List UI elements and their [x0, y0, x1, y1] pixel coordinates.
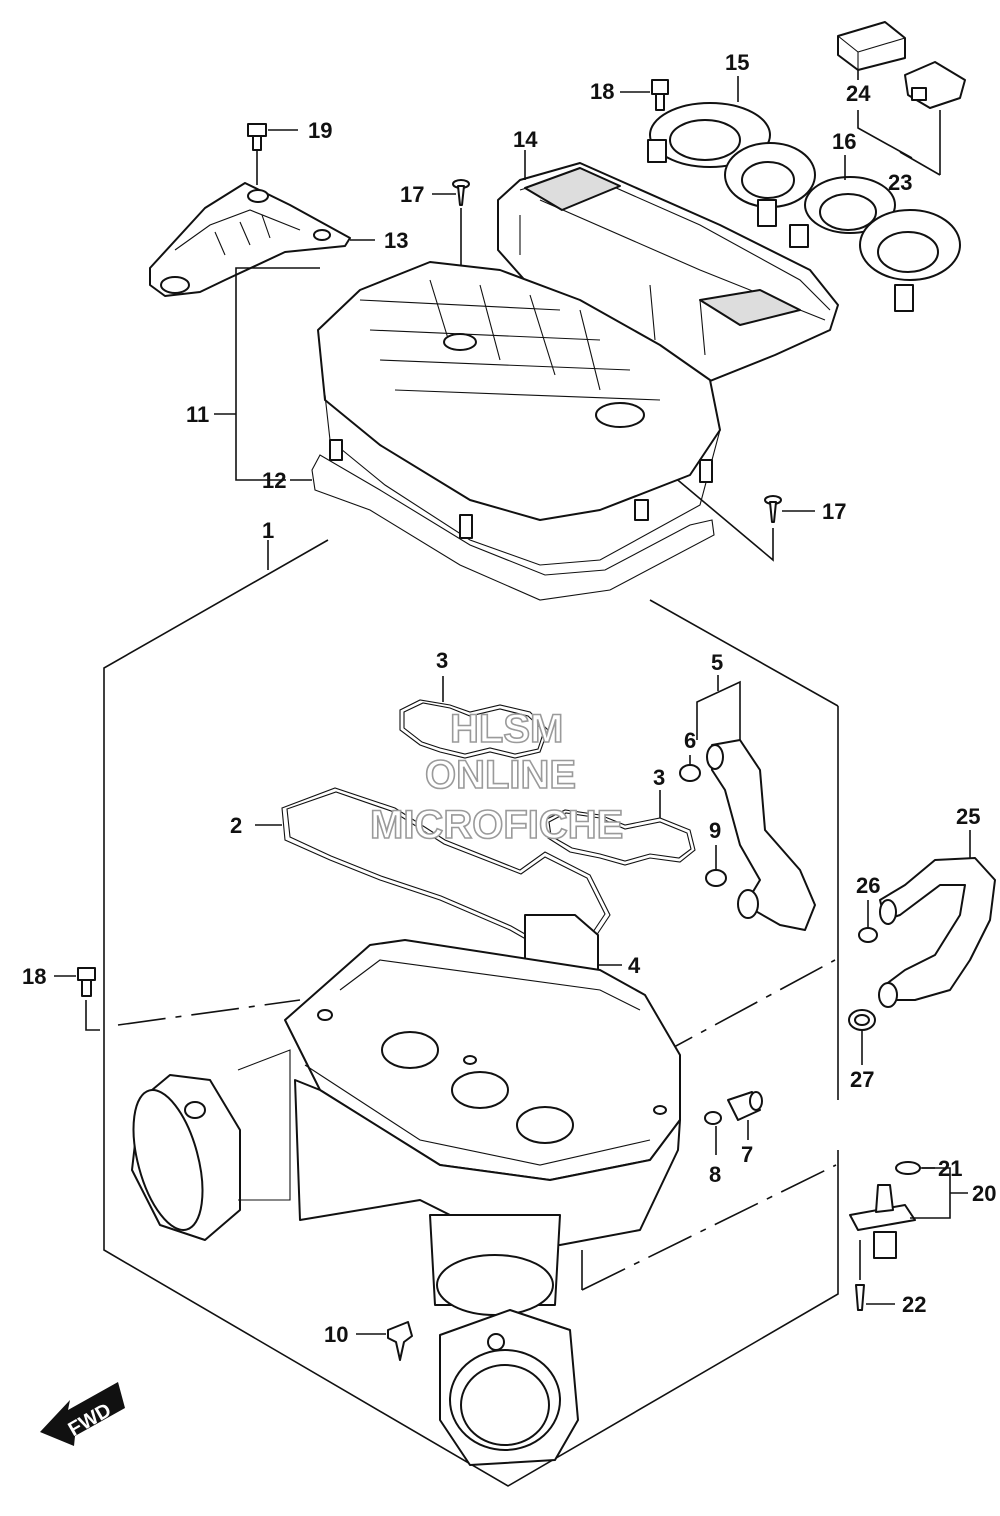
callout-2: 2: [230, 813, 242, 838]
callout-17b: 17: [822, 499, 846, 524]
sensor-part-20: [849, 1161, 968, 1259]
callout-10: 10: [324, 1322, 348, 1347]
clip-part-8: [704, 1111, 722, 1155]
fwd-arrow-icon: FWD: [40, 1382, 125, 1446]
callout-3b: 3: [653, 765, 665, 790]
callout-20: 20: [972, 1181, 996, 1206]
screw-part-22: [855, 1240, 895, 1311]
callout-4: 4: [628, 953, 641, 978]
funnel-part-15: [647, 76, 816, 227]
gasket-part-3-right: [544, 790, 696, 866]
clip-part-26: [858, 900, 878, 943]
clip-part-9: [705, 845, 727, 887]
bracket-part-13: [149, 182, 375, 297]
callout-18b: 18: [22, 964, 46, 989]
sensor-part-24: [837, 21, 906, 80]
gasket-part-12: [311, 454, 715, 601]
clamp-part-27: [848, 1009, 876, 1065]
hose-part-25: [878, 830, 996, 1008]
callout-25: 25: [956, 804, 980, 829]
callout-18a: 18: [590, 79, 614, 104]
funnel-part-16: [789, 155, 961, 312]
bolt-part-18-lower: [54, 967, 100, 1031]
callout-11: 11: [186, 402, 209, 427]
watermark: HLSM ONLINE MICROFICHE: [369, 706, 624, 848]
leader-11-12: [214, 267, 320, 481]
gasket-part-3-left: [399, 676, 549, 759]
watermark-line3: MICROFICHE: [370, 803, 623, 847]
callout-22: 22: [902, 1292, 926, 1317]
callout-24: 24: [846, 81, 871, 106]
assembly-frame-1: [103, 539, 839, 1487]
hose-part-5: [696, 675, 816, 931]
clip-part-6: [679, 755, 701, 782]
callout-3a: 3: [436, 648, 448, 673]
callout-labels: 1 2 3 3 4 5 6 7 8 9 10 11 12 13 14 15 16…: [22, 50, 996, 1347]
bolt-part-18-top: [620, 79, 669, 111]
plug-part-7: [727, 1091, 763, 1140]
watermark-line1: HLSM: [450, 707, 563, 751]
callout-16: 16: [832, 129, 856, 154]
cap-part-11: [317, 261, 721, 566]
callout-21: 21: [938, 1156, 962, 1181]
case-part-1: [267, 540, 681, 1316]
sensor-part-23: [857, 61, 966, 176]
clip-part-10: [356, 1321, 413, 1361]
callout-7: 7: [741, 1142, 753, 1167]
screw-part-17-right: [647, 454, 815, 562]
callout-23: 23: [888, 170, 912, 195]
callout-13: 13: [384, 228, 408, 253]
callout-19: 19: [308, 118, 332, 143]
bolt-part-19: [247, 123, 298, 185]
callout-6: 6: [684, 728, 696, 753]
callout-26: 26: [856, 873, 880, 898]
watermark-line2: ONLINE: [425, 753, 576, 797]
callout-27: 27: [850, 1067, 874, 1092]
intake-boot-left: [131, 1049, 291, 1241]
callout-1: 1: [262, 518, 274, 543]
callout-9: 9: [709, 818, 721, 843]
callout-8: 8: [709, 1162, 721, 1187]
intake-duct-lower: [439, 1309, 579, 1466]
callout-12: 12: [262, 468, 286, 493]
callout-5: 5: [711, 650, 723, 675]
callout-15: 15: [725, 50, 749, 75]
callout-14: 14: [513, 127, 538, 152]
callout-17a: 17: [400, 182, 424, 207]
filter-part-2: [255, 787, 611, 951]
